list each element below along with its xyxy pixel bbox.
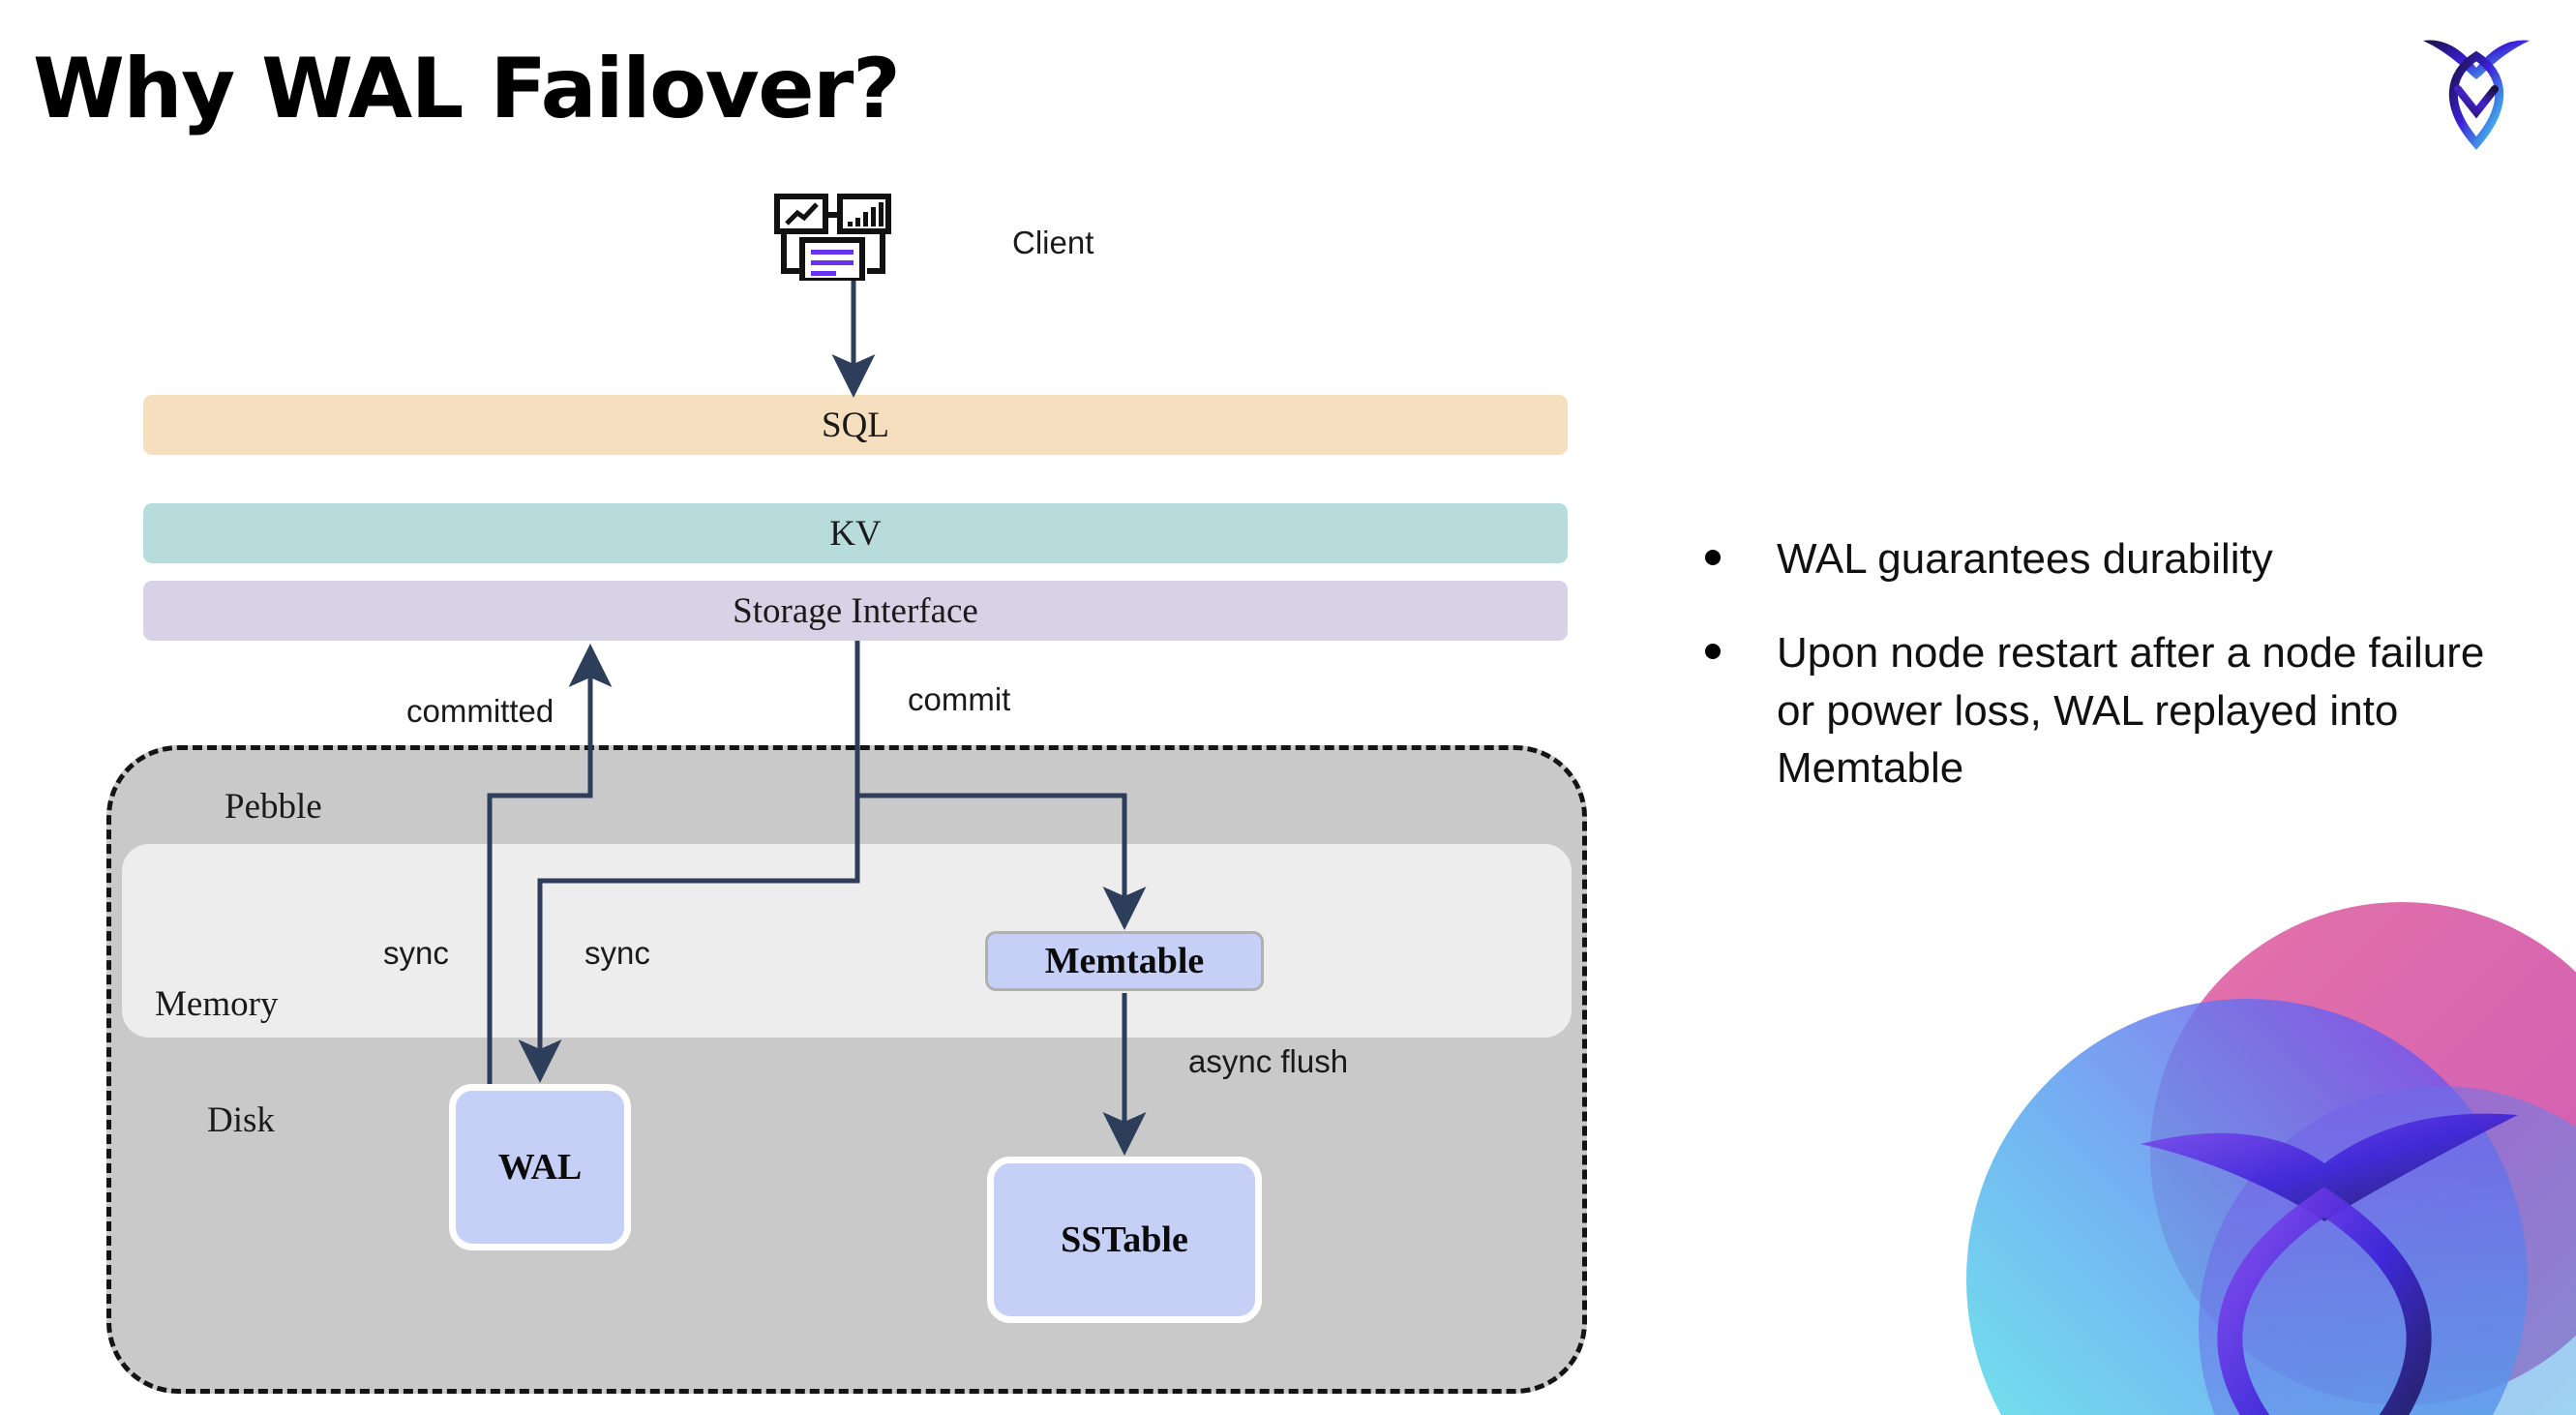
bullet-dot-icon [1705,550,1721,565]
layer-bar-kv-label: KV [829,513,882,554]
edge-label-sync-2: sync [584,935,650,971]
memory-label: Memory [155,984,279,1024]
edge-label-commit: commit [908,681,1011,717]
client-label: Client [1012,225,1094,260]
decorative-circles-icon [1966,902,2576,1415]
memory-region [122,844,1572,1038]
node-wal: WAL [449,1084,631,1250]
bullet-text: Upon node restart after a node failure o… [1777,629,2485,793]
client-icon [774,194,929,284]
page-title: Why WAL Failover? [33,41,901,137]
node-sstable: SSTable [987,1157,1262,1323]
layer-bar-sql: SQL [143,395,1568,455]
node-sstable-label: SSTable [1061,1219,1188,1260]
pebble-label: Pebble [225,787,322,827]
layer-bar-sql-label: SQL [822,405,889,445]
layer-bar-storage-interface-label: Storage Interface [733,590,978,631]
node-memtable: Memtable [985,931,1264,991]
bullet-list: WAL guarantees durability Upon node rest… [1705,530,2499,834]
list-item: Upon node restart after a node failure o… [1705,624,2499,797]
node-memtable-label: Memtable [1044,941,1205,981]
bullet-text: WAL guarantees durability [1777,535,2273,583]
pebble-container [106,745,1587,1394]
cockroachdb-logo-icon [2423,40,2530,150]
edge-label-committed: committed [406,693,554,729]
disk-label: Disk [207,1100,275,1140]
edge-label-sync-1: sync [383,935,449,971]
list-item: WAL guarantees durability [1705,530,2499,587]
layer-bar-storage-interface: Storage Interface [143,581,1568,641]
layer-bar-kv: KV [143,503,1568,563]
bullet-dot-icon [1705,644,1721,660]
client-dashboard-icon [774,194,891,284]
edge-label-async-flush: async flush [1188,1043,1349,1079]
decorative-corner-artwork [1899,873,2576,1415]
node-wal-label: WAL [497,1147,583,1188]
cockroachdb-logo [2404,23,2549,159]
